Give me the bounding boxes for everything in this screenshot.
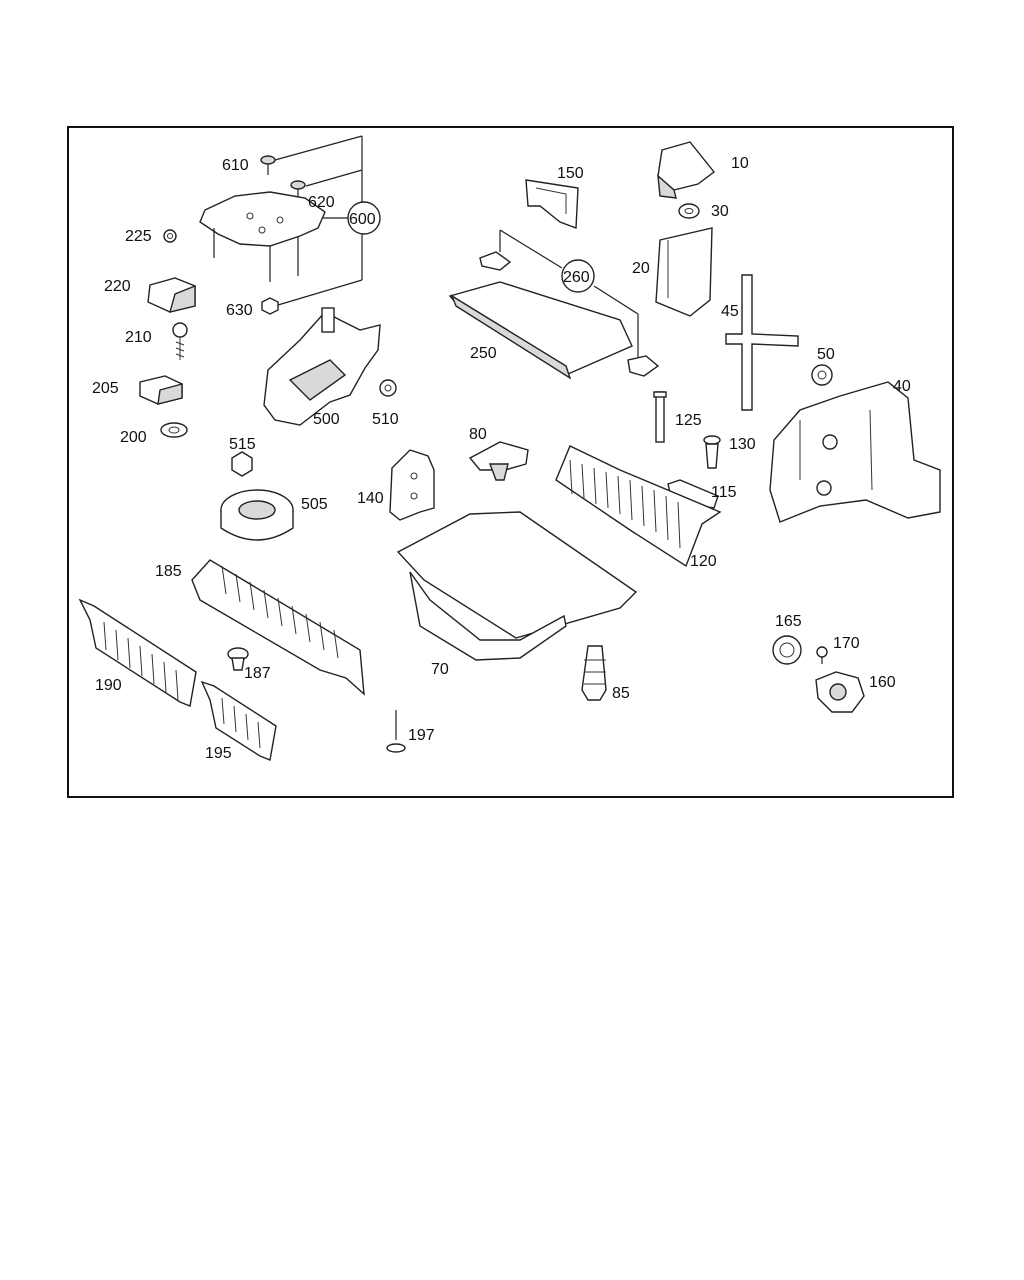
part-197-bolt xyxy=(386,710,406,753)
label-30: 30 xyxy=(711,203,729,220)
part-515-nut xyxy=(231,451,253,477)
label-125: 125 xyxy=(675,412,702,429)
label-197: 197 xyxy=(408,727,435,744)
part-120-rear-panel xyxy=(555,445,722,568)
label-187: 187 xyxy=(244,665,271,682)
label-150: 150 xyxy=(557,165,584,182)
part-140-bracket xyxy=(389,449,435,521)
label-20: 20 xyxy=(632,260,650,277)
part-150-bracket xyxy=(525,179,579,229)
label-130: 130 xyxy=(729,436,756,453)
label-205: 205 xyxy=(92,380,119,397)
part-185-trim xyxy=(191,559,365,696)
part-250-cover-roller xyxy=(448,281,660,380)
label-160: 160 xyxy=(869,674,896,691)
label-85: 85 xyxy=(612,685,630,702)
part-500-bracket xyxy=(263,307,381,426)
label-50: 50 xyxy=(817,346,835,363)
label-115: 115 xyxy=(711,484,737,501)
label-630: 630 xyxy=(226,302,253,319)
part-50-nut xyxy=(811,364,833,386)
label-620: 620 xyxy=(308,194,335,211)
label-225: 225 xyxy=(125,228,152,245)
part-165-socket xyxy=(772,635,802,665)
label-510: 510 xyxy=(372,411,399,428)
label-515: 515 xyxy=(229,436,256,453)
label-45: 45 xyxy=(721,303,739,320)
part-260-hook xyxy=(479,251,512,271)
part-30-grommet xyxy=(678,203,700,219)
part-505-spare-wheel-holder xyxy=(220,489,294,541)
group-260-leader xyxy=(499,229,639,362)
part-510-nut xyxy=(379,379,397,397)
label-140: 140 xyxy=(357,490,384,507)
label-170: 170 xyxy=(833,635,860,652)
label-40: 40 xyxy=(893,378,911,395)
part-80-clip xyxy=(468,441,529,481)
part-205-cover xyxy=(139,375,183,405)
label-70: 70 xyxy=(431,661,449,678)
label-210: 210 xyxy=(125,329,152,346)
label-220: 220 xyxy=(104,278,131,295)
group-600-leader-bracket xyxy=(274,135,381,306)
part-45-strap xyxy=(725,274,799,411)
part-195-trim xyxy=(200,680,277,761)
part-170-screw xyxy=(816,646,828,664)
label-500: 500 xyxy=(313,411,340,428)
part-200-clip xyxy=(160,422,188,438)
label-10: 10 xyxy=(731,155,749,172)
part-125-fastener xyxy=(653,391,667,443)
part-600-plate xyxy=(199,191,326,282)
part-10-bracket xyxy=(657,141,715,199)
label-250: 250 xyxy=(470,345,497,362)
label-260: 260 xyxy=(563,269,590,286)
label-195: 195 xyxy=(205,745,232,762)
part-160-lamp xyxy=(815,671,865,713)
part-630-nut xyxy=(261,297,279,315)
label-200: 200 xyxy=(120,429,147,446)
part-130-clip xyxy=(703,435,721,469)
part-225-nut xyxy=(163,229,177,243)
label-600: 600 xyxy=(349,211,376,228)
part-70-floor-tub xyxy=(396,511,638,661)
part-85-buffer xyxy=(581,645,607,701)
label-120: 120 xyxy=(690,553,717,570)
label-185: 185 xyxy=(155,563,182,580)
part-190-trim xyxy=(78,598,197,707)
label-505: 505 xyxy=(301,496,328,513)
label-165: 165 xyxy=(775,613,802,630)
part-220-cap xyxy=(147,277,196,313)
label-610: 610 xyxy=(222,157,249,174)
part-610-screw xyxy=(260,155,276,175)
part-20-panel xyxy=(655,227,713,317)
part-40-side-trim xyxy=(769,381,941,523)
part-210-bolt xyxy=(172,322,188,360)
label-190: 190 xyxy=(95,677,122,694)
label-80: 80 xyxy=(469,426,487,443)
part-187-clip xyxy=(227,647,249,671)
